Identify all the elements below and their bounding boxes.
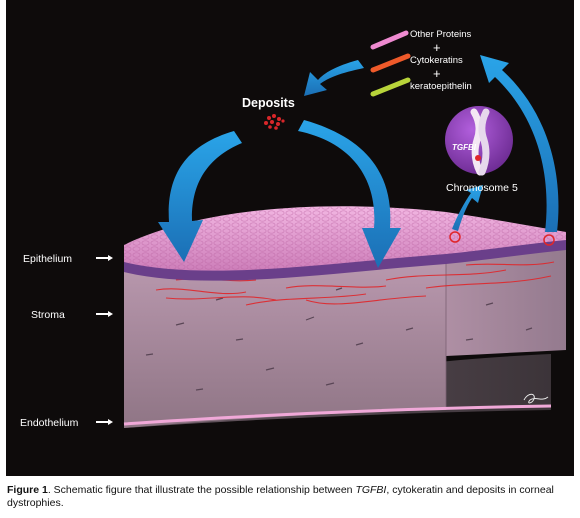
stroma-right-face [446,248,566,356]
protein-strands [370,30,411,97]
caption-gene: TGFBI [355,484,387,496]
label-chromosome: Chromosome 5 [446,182,518,194]
caption-figure-label: Figure 1 [7,484,48,496]
epithelium-marker-right [543,234,555,246]
label-other-proteins: Other Proteins [410,29,471,40]
deposit-cluster-icon [264,114,285,130]
label-endothelium: Endothelium [20,417,79,429]
endothelium-layer [123,404,552,426]
label-keratoepithelin: keratoepithelin [410,81,472,92]
arrow-epithelium-to-chromosome [452,185,483,231]
arrows [158,55,559,268]
keratocytes [145,287,533,391]
basal-layer [124,240,566,281]
label-epithelium: Epithelium [23,253,72,265]
caption-text-after: , cytokeratin and deposits in corneal dy… [7,484,554,509]
arrow-deposits-right [298,120,401,268]
epithelium-marker-left [449,231,461,243]
label-plus-2: + [433,66,441,81]
arrow-epithelium-to-proteins [480,55,559,232]
label-plus-1: + [433,40,441,55]
label-deposits: Deposits [242,96,295,110]
arrow-proteins-to-deposits [304,60,364,96]
chromosome-icon [470,108,490,176]
artist-signature [523,393,549,404]
label-stroma: Stroma [31,309,65,321]
corneal-diagram: Epithelium Stroma Endothelium Deposits C… [6,0,574,476]
figure-caption: Figure 1. Schematic figure that illustra… [7,484,573,510]
label-gene: TGFBI [452,143,477,152]
caption-text-before: . Schematic figure that illustrate the p… [47,484,356,496]
label-pointers [96,255,113,425]
stromal-deposits [155,261,555,306]
stroma-front-face [124,262,446,428]
label-cytokeratins: Cytokeratins [410,55,463,66]
arrow-deposits-left [158,131,242,262]
